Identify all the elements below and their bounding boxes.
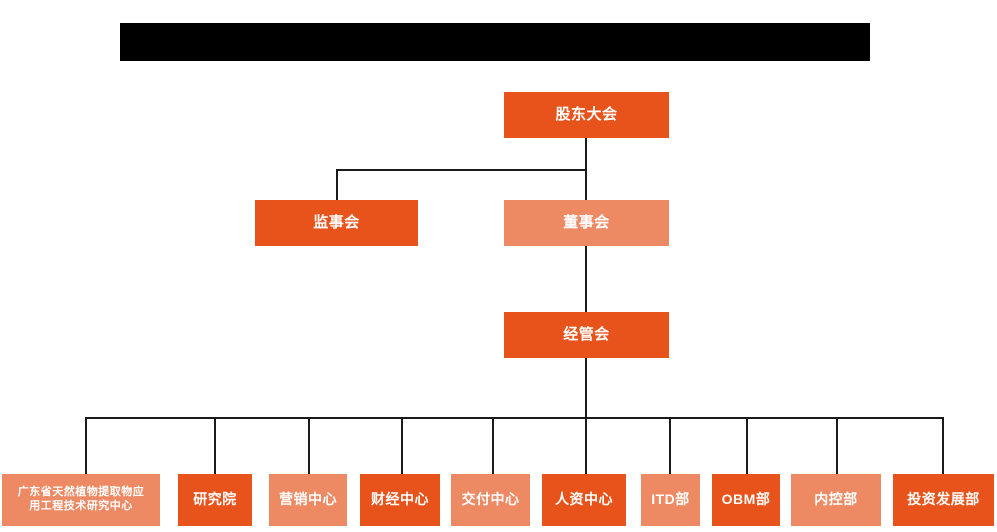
connector-to-internal-control-dept [836,417,838,474]
node-investment-development-dept[interactable]: 投资发展部 [893,474,994,526]
connector-to-delivery-center [492,417,494,474]
node-itd-dept[interactable]: ITD部 [641,474,700,526]
node-hr-center[interactable]: 人资中心 [542,474,626,526]
connector-management-down [585,358,587,418]
node-label-line1: 广东省天然植物提取物应 [17,486,145,499]
connector-to-gd-center [85,417,87,474]
connector-to-itd-dept [669,417,671,474]
node-obm-dept[interactable]: OBM部 [712,474,780,526]
connector-to-research-institute [214,417,216,474]
node-board-of-directors[interactable]: 董事会 [504,200,669,246]
connector-to-marketing-center [308,417,310,474]
node-label: 营销中心 [279,491,337,508]
connector-to-investment-dev-dept [942,417,944,474]
connector-shareholders-down [585,138,587,171]
connector-to-obm-dept [746,417,748,474]
node-label: 研究院 [193,491,237,508]
node-marketing-center[interactable]: 营销中心 [269,474,347,526]
redacted-title-bar [120,23,870,61]
node-label: 内控部 [814,491,858,508]
connector-to-supervisors [336,169,338,200]
connector-bus-level4 [85,417,943,419]
node-internal-control-dept[interactable]: 内控部 [791,474,881,526]
node-gd-natural-plant-extract-research-center[interactable]: 广东省天然植物提取物应 用工程技术研究中心 [2,474,160,526]
node-label: 监事会 [313,213,360,231]
node-label-line2: 用工程技术研究中心 [29,500,133,512]
node-label: 人资中心 [555,491,613,508]
node-label: 交付中心 [461,491,520,508]
node-label: OBM部 [721,491,771,508]
node-finance-center[interactable]: 财经中心 [360,474,440,526]
node-label: 股东大会 [555,105,618,123]
node-shareholders-meeting[interactable]: 股东大会 [504,92,669,138]
connector-directors-to-management [585,246,587,312]
node-label: ITD部 [651,491,690,508]
connector-to-finance-center [401,417,403,474]
node-label: 董事会 [563,213,610,231]
connector-to-hr-center [585,417,587,474]
node-label: 财经中心 [371,491,429,508]
connector-to-directors [585,169,587,200]
node-board-of-supervisors[interactable]: 监事会 [255,200,418,246]
node-research-institute[interactable]: 研究院 [178,474,252,526]
node-label: 投资发展部 [907,491,980,508]
connector-bus-level2 [336,169,587,171]
node-label: 经管会 [563,325,610,343]
node-management-committee[interactable]: 经管会 [504,312,669,358]
node-delivery-center[interactable]: 交付中心 [451,474,530,526]
